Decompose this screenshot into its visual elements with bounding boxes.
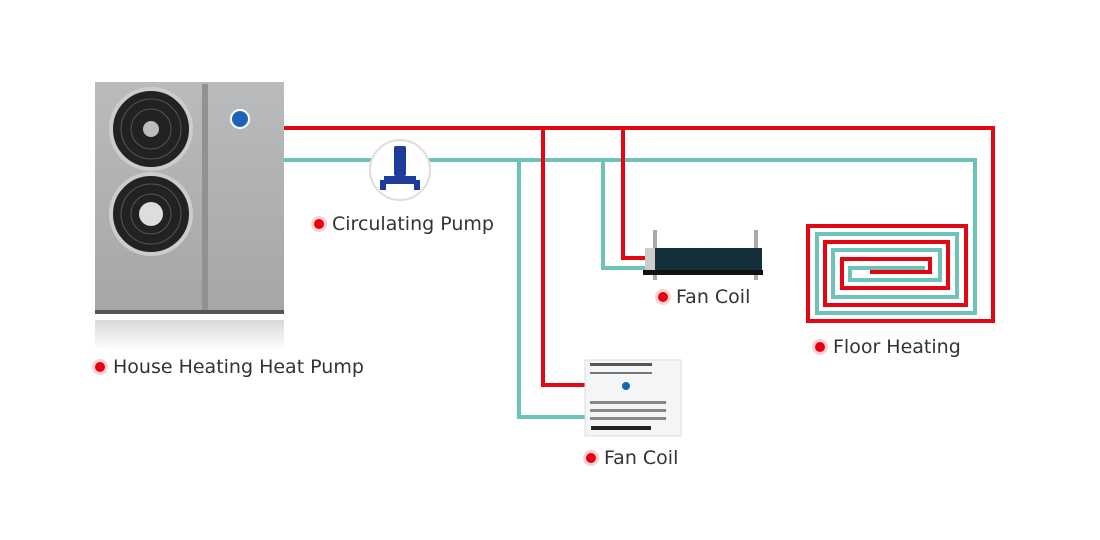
label-text: Fan Coil (676, 286, 751, 308)
ducted-fan-coil-unit (643, 230, 763, 280)
fan-icon (109, 87, 193, 171)
label-heat-pump: House Heating Heat Pump (95, 356, 364, 378)
return-pipe-cassette (517, 160, 588, 419)
bullet-icon (95, 362, 105, 372)
supply-pipes (284, 126, 995, 387)
label-text: Floor Heating (833, 336, 961, 358)
label-fan-coil-cassette: Fan Coil (586, 447, 678, 469)
bullet-icon (314, 219, 324, 229)
supply-pipe-fan-coil (621, 128, 648, 260)
heat-pump-unit (95, 82, 284, 350)
bullet-icon (586, 453, 596, 463)
supply-main-pipe (284, 126, 995, 323)
return-pipes (284, 158, 977, 419)
bullet-icon (658, 292, 668, 302)
label-fan-coil-ducted: Fan Coil (658, 286, 750, 308)
return-pipe-fan-coil (601, 160, 648, 270)
supply-pipe-cassette (541, 128, 588, 387)
cassette-fan-coil-unit (584, 359, 682, 437)
return-main-pipe (284, 158, 977, 315)
brand-logo-icon (230, 109, 250, 129)
label-text: Fan Coil (604, 447, 679, 469)
label-text: House Heating Heat Pump (113, 356, 364, 378)
fan-icon (109, 172, 193, 256)
label-floor-heating: Floor Heating (815, 336, 961, 358)
label-text: Circulating Pump (332, 213, 494, 235)
circulating-pump-icon (369, 139, 431, 201)
bullet-icon (815, 342, 825, 352)
label-circulating-pump: Circulating Pump (314, 213, 494, 235)
